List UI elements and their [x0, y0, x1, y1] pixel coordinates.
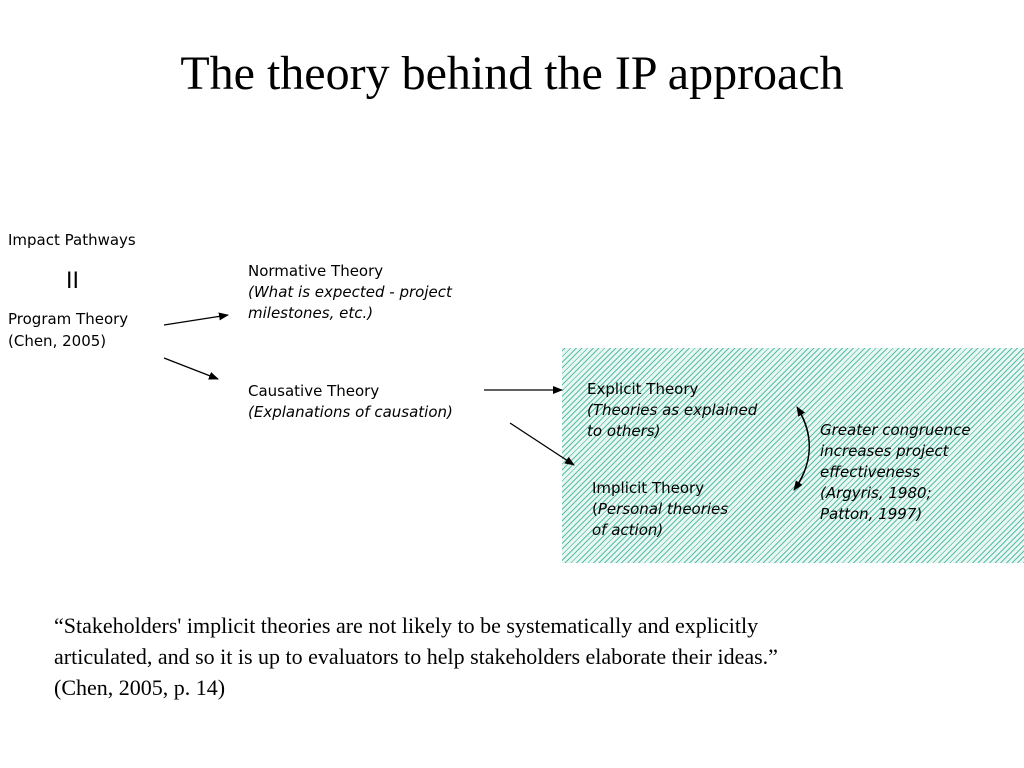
- program-theory-label: Program Theory: [8, 310, 129, 328]
- normative-theory-desc-1: (What is expected - project: [248, 283, 452, 301]
- arrow-program-to-causative: [163, 357, 219, 380]
- implicit-theory-desc-italic: Personal theories: [597, 500, 729, 518]
- program-theory-citation: (Chen, 2005): [8, 332, 107, 350]
- quote-citation: (Chen, 2005, p. 14): [54, 675, 226, 700]
- hatched-panel: [562, 348, 1024, 563]
- congruence-line-3: effectiveness: [820, 463, 921, 481]
- impact-pathways-label: Impact Pathways: [8, 231, 136, 249]
- slide-title: The theory behind the IP approach: [180, 47, 844, 100]
- quote-line-2: articulated, and so it is up to evaluato…: [54, 644, 778, 669]
- congruence-line-5: Patton, 1997): [820, 505, 923, 523]
- normative-theory-desc-2: milestones, etc.): [248, 304, 374, 322]
- implicit-theory-desc-1: (Personal theories: [592, 499, 728, 520]
- causative-theory-heading: Causative Theory: [248, 382, 380, 400]
- implicit-theory-desc-2: of action): [592, 521, 664, 539]
- causative-theory-desc: (Explanations of causation): [248, 403, 453, 421]
- implicit-theory-paren: (: [592, 500, 598, 518]
- chen-quote: “Stakeholders' implicit theories are not…: [54, 610, 934, 703]
- explicit-theory-desc-2: to others): [587, 422, 661, 440]
- congruence-line-1: Greater congruence: [820, 421, 971, 439]
- quote-line-1: “Stakeholders' implicit theories are not…: [54, 613, 759, 638]
- equals-sign: II: [66, 269, 79, 294]
- explicit-theory-heading: Explicit Theory: [587, 380, 699, 398]
- arrow-program-to-normative: [163, 312, 229, 326]
- congruence-line-4: (Argyris, 1980;: [820, 484, 932, 502]
- implicit-theory-heading: Implicit Theory: [592, 479, 705, 497]
- normative-theory-heading: Normative Theory: [248, 262, 384, 280]
- explicit-theory-desc-1: (Theories as explained: [587, 401, 758, 419]
- congruence-line-2: increases project: [820, 442, 949, 460]
- arrow-causative-to-implicit: [509, 422, 575, 466]
- arrow-explicit-to-implicit: [793, 409, 810, 491]
